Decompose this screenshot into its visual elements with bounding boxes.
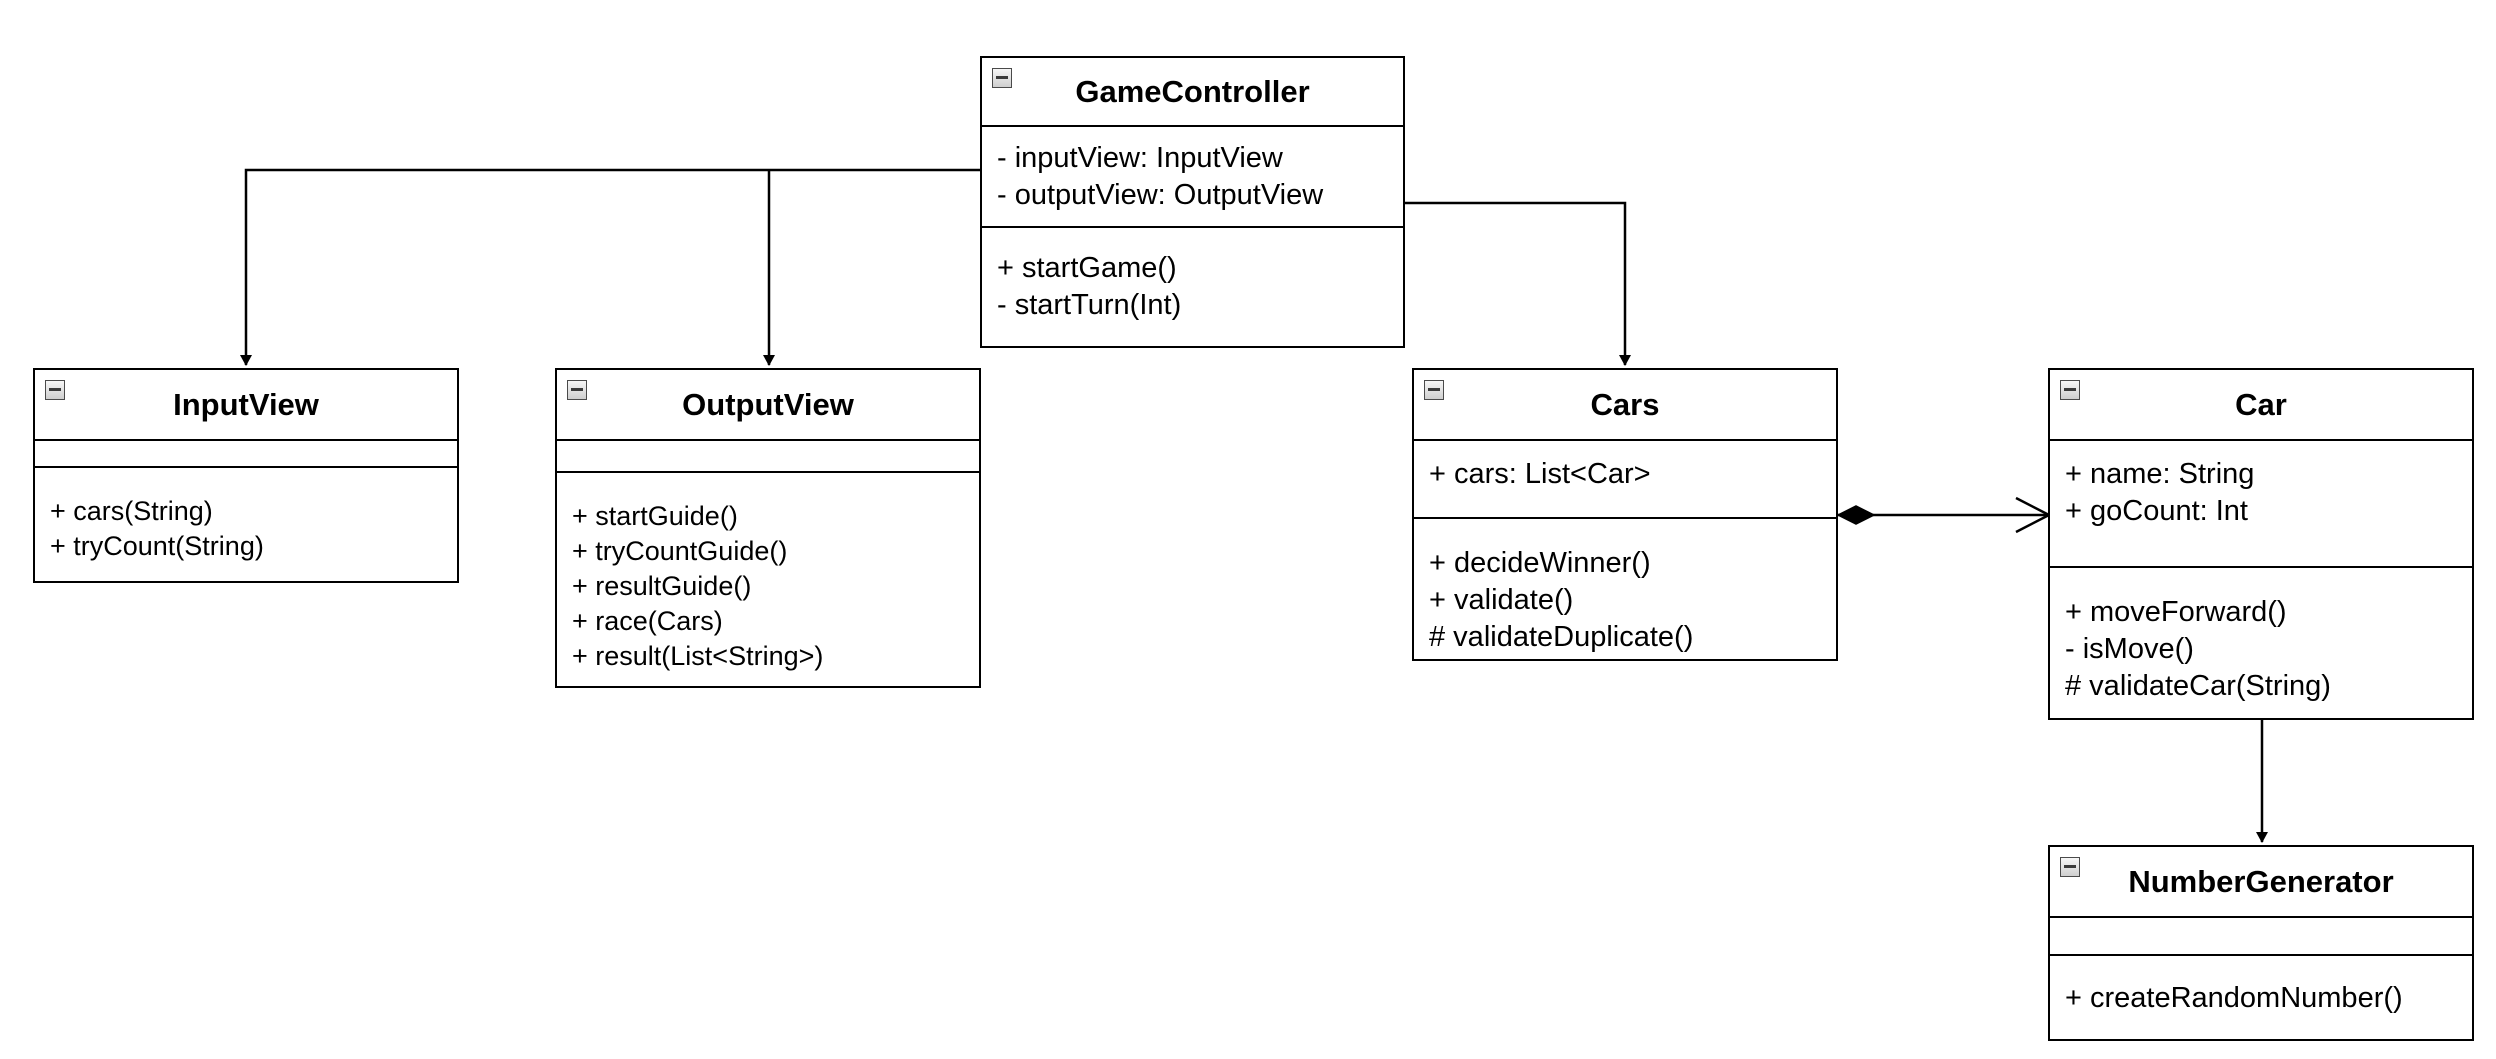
attributes-section [557,441,979,473]
attributes-section: + cars: List<Car> [1414,441,1836,519]
attributes-section: - inputView: InputView - outputView: Out… [982,127,1403,228]
class-car[interactable]: Car + name: String + goCount: Int + move… [2048,368,2474,720]
method: + createRandomNumber() [2065,982,2403,1014]
collapse-toggle-icon[interactable] [45,380,65,400]
collapse-toggle-icon[interactable] [567,380,587,400]
class-cars[interactable]: Cars + cars: List<Car> + decideWinner() … [1412,368,1838,661]
attribute: - outputView: OutputView [997,179,1324,211]
methods-section: + decideWinner() + validate() # validate… [1414,519,1836,656]
method: + startGame() [997,252,1177,284]
class-inputview[interactable]: InputView + cars(String) + tryCount(Stri… [33,368,459,583]
method: + moveForward() [2065,596,2287,628]
class-name: GameController [1075,73,1310,109]
class-name: Cars [1590,386,1660,422]
attribute: - inputView: InputView [997,142,1283,174]
method: + resultGuide() [572,571,752,601]
class-name: InputView [173,386,319,422]
method: # validateDuplicate() [1429,621,1694,653]
attribute: + cars: List<Car> [1429,458,1651,490]
class-header: Car [2050,370,2472,441]
attribute: + name: String [2065,458,2255,490]
attribute: + goCount: Int [2065,495,2248,527]
collapse-toggle-icon[interactable] [2060,857,2080,877]
gamecontroller-to-cars-connector [1404,201,1631,366]
class-header: InputView [35,370,457,441]
class-name: Car [2235,386,2287,422]
class-header: OutputView [557,370,979,441]
class-numbergenerator[interactable]: NumberGenerator + createRandomNumber() [2048,845,2474,1041]
method: + race(Cars) [572,606,723,636]
method: # validateCar(String) [2065,670,2331,702]
methods-section: + cars(String) + tryCount(String) [35,468,457,564]
attributes-section: + name: String + goCount: Int [2050,441,2472,568]
collapse-toggle-icon[interactable] [1424,380,1444,400]
attributes-section [2050,918,2472,956]
attributes-section [35,441,457,468]
class-name: OutputView [682,386,854,422]
methods-section: + createRandomNumber() [2050,956,2472,1017]
collapse-toggle-icon[interactable] [2060,380,2080,400]
class-header: NumberGenerator [2050,847,2472,918]
class-header: GameController [982,58,1403,127]
method: + validate() [1429,584,1574,616]
method: + decideWinner() [1429,547,1651,579]
method: + tryCountGuide() [572,536,788,566]
methods-section: + startGame() - startTurn(Int) [982,228,1403,324]
method: + startGuide() [572,501,738,531]
method: - startTurn(Int) [997,289,1182,321]
composition-diamond-icon [1836,505,1876,525]
method: - isMove() [2065,633,2194,665]
class-header: Cars [1414,370,1836,441]
class-gamecontroller[interactable]: GameController - inputView: InputView - … [980,56,1405,348]
method: + result(List<String>) [572,641,824,671]
method: + cars(String) [50,496,213,526]
methods-section: + startGuide() + tryCountGuide() + resul… [557,473,979,674]
methods-section: + moveForward() - isMove() # validateCar… [2050,568,2472,705]
gamecontroller-to-inputview-connector [240,168,985,366]
collapse-toggle-icon[interactable] [992,68,1012,88]
class-name: NumberGenerator [2128,863,2394,899]
method: + tryCount(String) [50,531,264,561]
class-outputview[interactable]: OutputView + startGuide() + tryCountGuid… [555,368,981,688]
